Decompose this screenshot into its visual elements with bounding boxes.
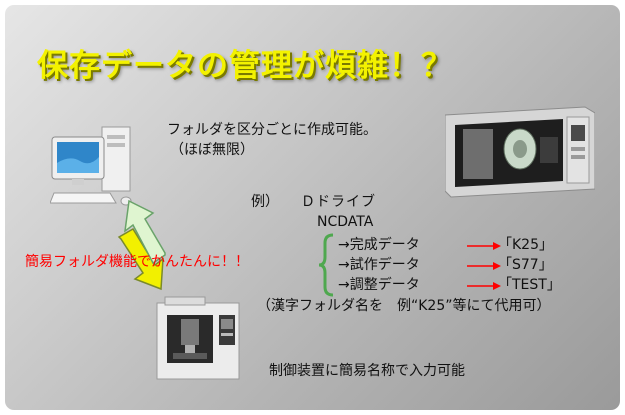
- example-label: 例）: [251, 194, 279, 210]
- simple-folder-callout: 簡易フォルダ機能でかんたんに！！: [25, 254, 249, 270]
- example-folder: NCDATA: [317, 214, 374, 230]
- example-item: →試作データ: [338, 257, 420, 273]
- example-note: （漢字フォルダ名を 例“K25”等にて代用可）: [257, 298, 551, 314]
- brace-icon: [318, 233, 334, 297]
- folder-description: フォルダを区分ごとに作成可能。: [167, 122, 377, 138]
- slide-title: 保存データの管理が煩雑！？: [37, 48, 453, 84]
- red-arrow-icon: [467, 242, 501, 250]
- red-arrow-icon: [467, 282, 501, 290]
- machining-center-icon: [156, 296, 240, 380]
- example-mapping: 「TEST」: [498, 277, 561, 293]
- example-mapping: 「S77」: [498, 257, 553, 273]
- folder-description-note: （ほぼ無限）: [170, 142, 254, 158]
- control-note: 制御装置に簡易名称で入力可能: [269, 363, 465, 379]
- red-arrow-icon: [467, 262, 501, 270]
- example-item: →完成データ: [338, 237, 420, 253]
- example-mapping: 「K25」: [498, 237, 553, 253]
- lathe-machine-icon: [445, 106, 595, 198]
- example-drive: Ｄドライブ: [301, 194, 376, 210]
- transfer-arrows-icon: [117, 199, 166, 291]
- slide: 保存データの管理が煩雑！？: [5, 5, 620, 410]
- computer-icon: [50, 126, 132, 206]
- example-item: →調整データ: [338, 277, 420, 293]
